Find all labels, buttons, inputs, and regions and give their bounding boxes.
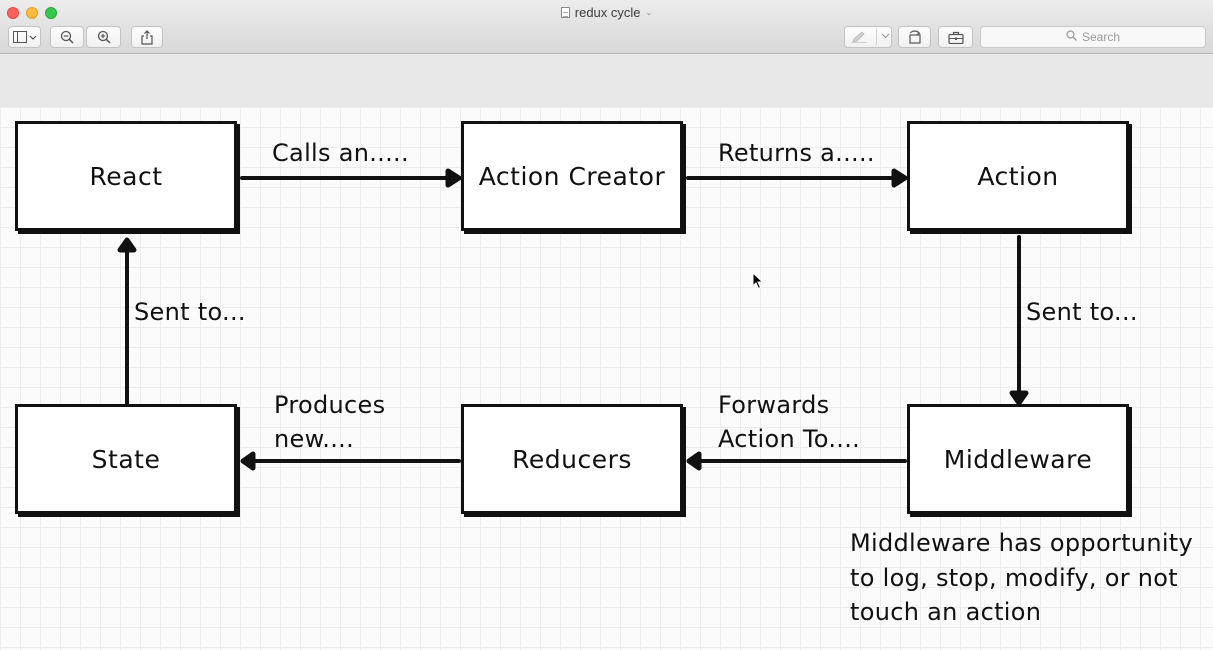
zoom-out-icon: [60, 30, 74, 44]
edge-label-calls-an: Calls an.....: [272, 139, 409, 167]
sidebar-icon: [12, 31, 37, 43]
node-react: React: [15, 121, 237, 231]
arrowhead-state: [240, 451, 256, 471]
document-icon: [560, 7, 570, 18]
close-window-button[interactable]: [7, 7, 19, 19]
edge-label-returns-a: Returns a.....: [718, 139, 875, 167]
sidebar-toggle-button[interactable]: [8, 26, 41, 48]
arrowhead-action: [891, 168, 908, 188]
search-icon: [1066, 30, 1077, 44]
title-bar: redux cycle ⌄: [0, 0, 1213, 54]
node-action: Action: [907, 121, 1129, 231]
rotate-icon: [907, 30, 923, 44]
diagram-arrows: [117, 168, 1029, 471]
edge-label-sent-to-react: Sent to...: [134, 298, 246, 326]
zoom-in-icon: [97, 30, 111, 44]
rotate-button[interactable]: [898, 26, 931, 48]
node-middleware: Middleware: [907, 404, 1129, 514]
document-page: React Action Creator Action State Reduce…: [0, 107, 1213, 650]
zoom-in-button[interactable]: [86, 26, 121, 48]
toolbox-button[interactable]: [938, 26, 973, 48]
markup-button[interactable]: [844, 26, 892, 48]
maximize-window-button[interactable]: [45, 7, 57, 19]
chevron-down-icon: [881, 31, 890, 40]
arrowhead-middleware: [1009, 390, 1029, 406]
edge-label-forwards-action-to: Forwards Action To....: [718, 391, 861, 453]
search-placeholder: Search: [1081, 30, 1121, 44]
node-reducers: Reducers: [461, 404, 683, 514]
arrowhead-react: [117, 237, 137, 253]
chevron-down-icon: ⌄: [645, 8, 653, 17]
document-title-menu[interactable]: redux cycle ⌄: [560, 5, 653, 20]
page-gap: [0, 54, 1213, 107]
share-icon: [141, 29, 153, 45]
node-state: State: [15, 404, 237, 514]
node-action-creator: Action Creator: [461, 121, 683, 231]
markup-pen-icon: [851, 31, 869, 43]
search-field[interactable]: Search: [980, 26, 1206, 48]
arrowhead-reducers: [686, 451, 702, 471]
edge-label-sent-to-middleware: Sent to...: [1026, 298, 1138, 326]
window-title: redux cycle: [574, 5, 641, 20]
toolbox-icon: [947, 31, 964, 44]
arrowhead-action-creator: [445, 168, 462, 188]
middleware-note: Middleware has opportunity to log, stop,…: [850, 529, 1194, 626]
minimize-window-button[interactable]: [26, 7, 38, 19]
edge-label-produces-new: Produces new....: [274, 391, 386, 453]
zoom-out-button[interactable]: [50, 26, 84, 48]
mouse-pointer-icon: [752, 272, 764, 290]
share-button[interactable]: [131, 26, 163, 48]
